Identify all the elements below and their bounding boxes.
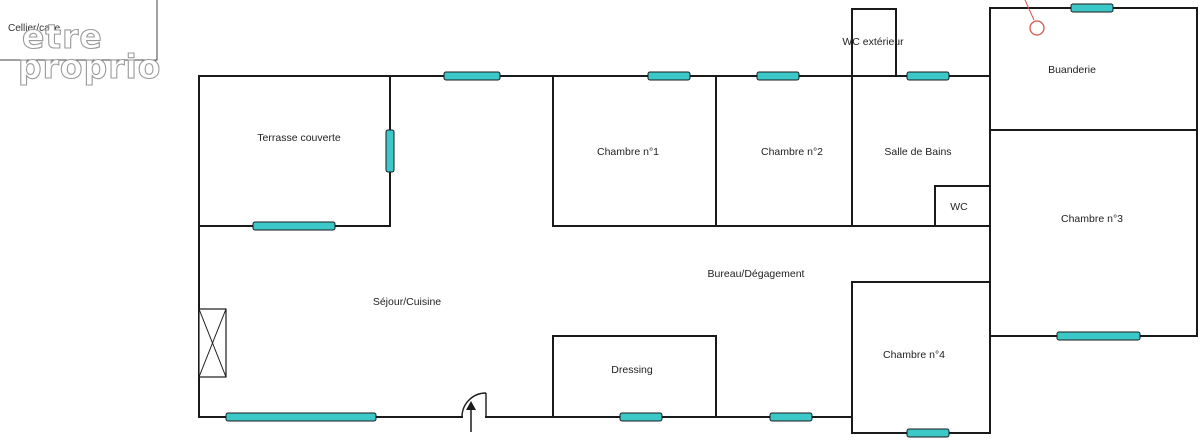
room-label-buanderie: Buanderie: [1048, 64, 1096, 76]
window: [252, 221, 336, 231]
room-label-bureau: Bureau/Dégagement: [708, 268, 805, 280]
room-label-chambre-1: Chambre n°1: [597, 146, 659, 158]
room-labels: Terrasse couverte Chambre n°1 Chambre n°…: [257, 36, 1123, 376]
window: [756, 71, 800, 81]
window: [906, 71, 950, 81]
window: [385, 129, 395, 173]
room-label-chambre-2: Chambre n°2: [761, 146, 823, 158]
room-label-sejour: Séjour/Cuisine: [373, 296, 441, 308]
windows: [225, 3, 1141, 438]
window: [225, 412, 377, 422]
chimney-icon: [198, 308, 227, 378]
room-label-salle-de-bains: Salle de Bains: [884, 146, 951, 158]
room-label-chambre-3: Chambre n°3: [1061, 213, 1123, 225]
watermark: etre proprio: [17, 16, 161, 86]
window: [443, 71, 501, 81]
circle-marker-icon: [1024, 0, 1045, 36]
room-label-wc-exterieur: WC extérieur: [842, 36, 904, 48]
window: [906, 428, 950, 438]
room-label-chambre-4: Chambre n°4: [883, 349, 945, 361]
corner-room-label: Cellier/cave: [8, 23, 61, 34]
entrance-arrow-icon: [461, 392, 487, 432]
watermark-line-1: etre: [22, 17, 103, 56]
window: [1070, 3, 1114, 13]
window: [647, 71, 691, 81]
watermark-line-2: proprio: [18, 47, 161, 86]
window: [619, 412, 663, 422]
corner-room: Cellier/cave: [0, 0, 158, 61]
room-label-terrasse: Terrasse couverte: [257, 132, 341, 144]
room-label-dressing: Dressing: [611, 364, 653, 376]
room-label-wc: WC: [950, 201, 968, 213]
window: [1056, 331, 1141, 341]
window: [769, 412, 813, 422]
